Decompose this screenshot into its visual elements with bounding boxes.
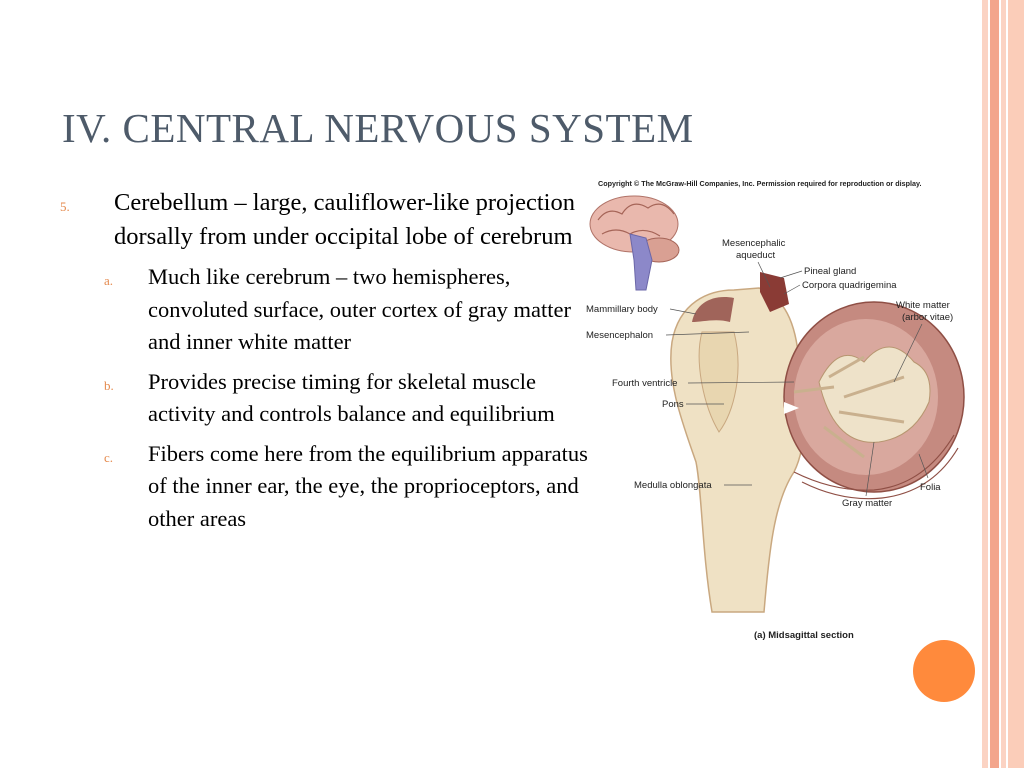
brainstem-cerebellum-figure: Copyright © The McGraw-Hill Companies, I… [586,179,965,641]
inset-brain-image [589,195,680,291]
decorative-stripe [1008,0,1024,768]
brainstem-diagram [670,272,965,613]
figure-labels: Mesencephalic aqueduct Pineal gland Corp… [586,238,953,641]
leader-line [757,261,771,288]
label-gray-matter: Gray matter [842,498,892,509]
label-white-matter: (arbor vitae) [902,312,953,323]
decorative-stripe [990,0,999,768]
label-mesencephalon: Mesencephalon [586,330,653,341]
main-point-number: 5. [60,199,70,214]
sub-point-a: a. Much like cerebrum – two hemispheres,… [60,261,588,359]
label-medulla-oblongata: Medulla oblongata [634,480,712,491]
label-corpora-quadrigemina: Corpora quadrigemina [802,280,897,291]
sub-point-b: b. Provides precise timing for skeletal … [60,366,588,431]
leader-line [779,270,803,279]
label-mesencephalic-aqueduct: Mesencephalic [722,238,786,249]
sub-point-marker: b. [104,377,114,393]
sub-point-marker: c. [104,449,114,465]
sub-point-marker: a. [104,273,114,288]
leader-line [687,381,795,384]
leader-line [665,331,750,336]
label-mesencephalic-aqueduct: aqueduct [736,250,775,261]
leader-line [865,441,875,497]
sub-point-text: Fibers come here from the equilibrium ap… [148,440,588,531]
leader-line [893,323,923,383]
main-point-text: Cerebellum – large, cauliflower-like pro… [114,189,575,250]
label-pineal-gland: Pineal gland [804,266,856,277]
label-folia: Folia [920,482,941,493]
sub-point-c: c. Fibers come here from the equilibrium… [60,438,588,536]
figure-caption: (a) Midsagittal section [754,630,854,641]
label-white-matter: White matter [896,300,950,311]
leader-line [918,453,929,479]
label-mammillary-body: Mammillary body [586,304,658,315]
decorative-circle [913,640,975,702]
slide-title: IV. CENTRAL NERVOUS SYSTEM [62,105,694,151]
sub-point-text: Provides precise timing for skeletal mus… [148,368,555,427]
sub-point-text: Much like cerebrum – two hemispheres, co… [148,264,571,354]
decorative-stripe [982,0,988,768]
leader-line [783,284,801,295]
figure-copyright: Copyright © The McGraw-Hill Companies, I… [598,179,921,188]
decorative-stripe [1001,0,1006,768]
label-pons: Pons [662,399,684,410]
main-point: 5. Cerebellum – large, cauliflower-like … [60,186,588,254]
leader-line [669,308,697,315]
slide-content: 5. Cerebellum – large, cauliflower-like … [60,186,588,535]
label-fourth-ventricle: Fourth ventricle [612,378,677,389]
